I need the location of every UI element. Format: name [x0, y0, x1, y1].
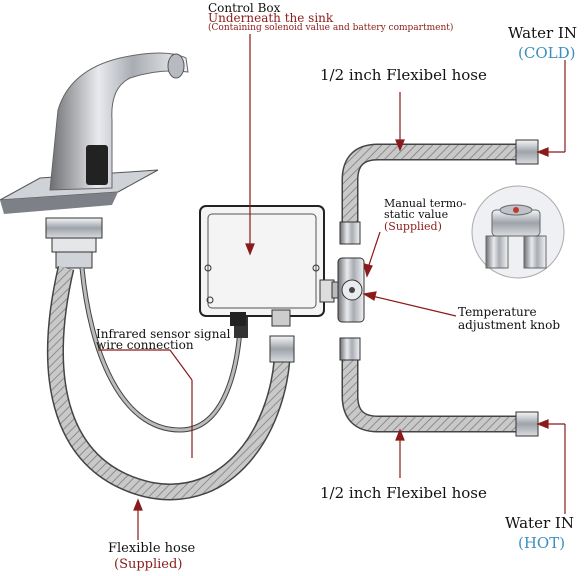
knob-label-2: adjustment knob	[458, 318, 561, 332]
control-box-title: Control Box	[208, 1, 281, 15]
control-box-note: (Containing solenoid value and battery c…	[208, 23, 454, 33]
sensor-label-2: wire connection	[96, 338, 194, 352]
thermo-label-3: (Supplied)	[384, 220, 442, 233]
hose-top-label: 1/2 inch Flexibel hose	[320, 66, 487, 84]
flex-hose-sub: (Supplied)	[114, 557, 183, 572]
knob-label-1: Temperature	[458, 305, 537, 319]
control-box-subtitle: Underneath the sink	[208, 11, 334, 25]
flex-hose-label: Flexible hose	[108, 541, 196, 556]
sensor-label-1: Infrared sensor signal	[96, 327, 231, 341]
water-cold-sub: (COLD)	[518, 44, 576, 62]
hose-bottom-label: 1/2 inch Flexibel hose	[320, 484, 487, 502]
water-hoses	[331, 139, 539, 437]
water-hot-sub: (HOT)	[518, 534, 566, 552]
faucet-hoses	[45, 217, 295, 501]
thermo-label-2: static value	[384, 208, 449, 221]
pointer-lines	[98, 34, 566, 540]
faucet-illustration	[0, 52, 189, 214]
thermo-label-1: Manual termo-	[384, 197, 467, 210]
water-hot-label: Water IN	[505, 514, 574, 532]
valve-photo	[471, 185, 565, 279]
control-box	[199, 205, 335, 327]
water-cold-label: Water IN	[508, 24, 577, 42]
